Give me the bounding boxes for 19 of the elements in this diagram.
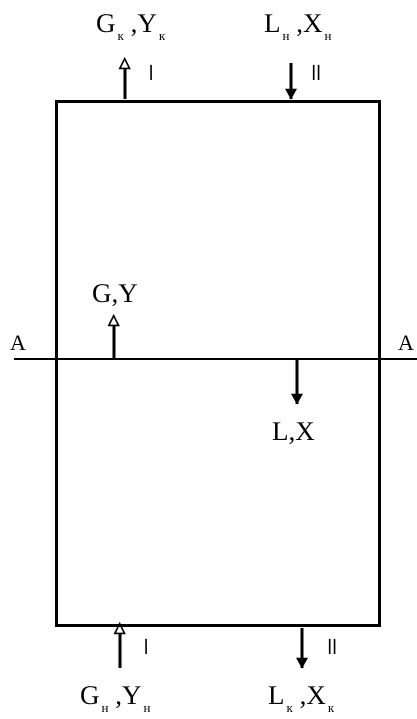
flow-arrow: [296, 628, 308, 669]
flow-label: L$_{к}$ ,X$_{к}$: [268, 680, 334, 719]
flow-arrow: [118, 58, 130, 99]
flow-label: G$_{к}$ ,Y$_{к}$: [96, 8, 166, 51]
flow-label: G,Y: [92, 278, 138, 308]
flow-arrow: [285, 63, 297, 100]
flow-label: L,X: [272, 416, 315, 446]
stream-number: II: [327, 636, 337, 658]
flow-arrow: [108, 314, 120, 358]
stream-number: I: [144, 636, 148, 658]
flow-label: L$_{н}$ ,X$_{н}$: [264, 8, 332, 51]
stream-number: II: [311, 62, 321, 84]
section-mark: A: [398, 329, 414, 357]
column-box: [55, 100, 381, 627]
flow-label: G$_{н}$ ,Y$_{н}$: [80, 680, 150, 719]
stream-number: I: [148, 62, 154, 84]
flow-arrow: [291, 360, 303, 405]
flow-arrow: [114, 622, 126, 668]
section-mark: A: [10, 329, 26, 357]
